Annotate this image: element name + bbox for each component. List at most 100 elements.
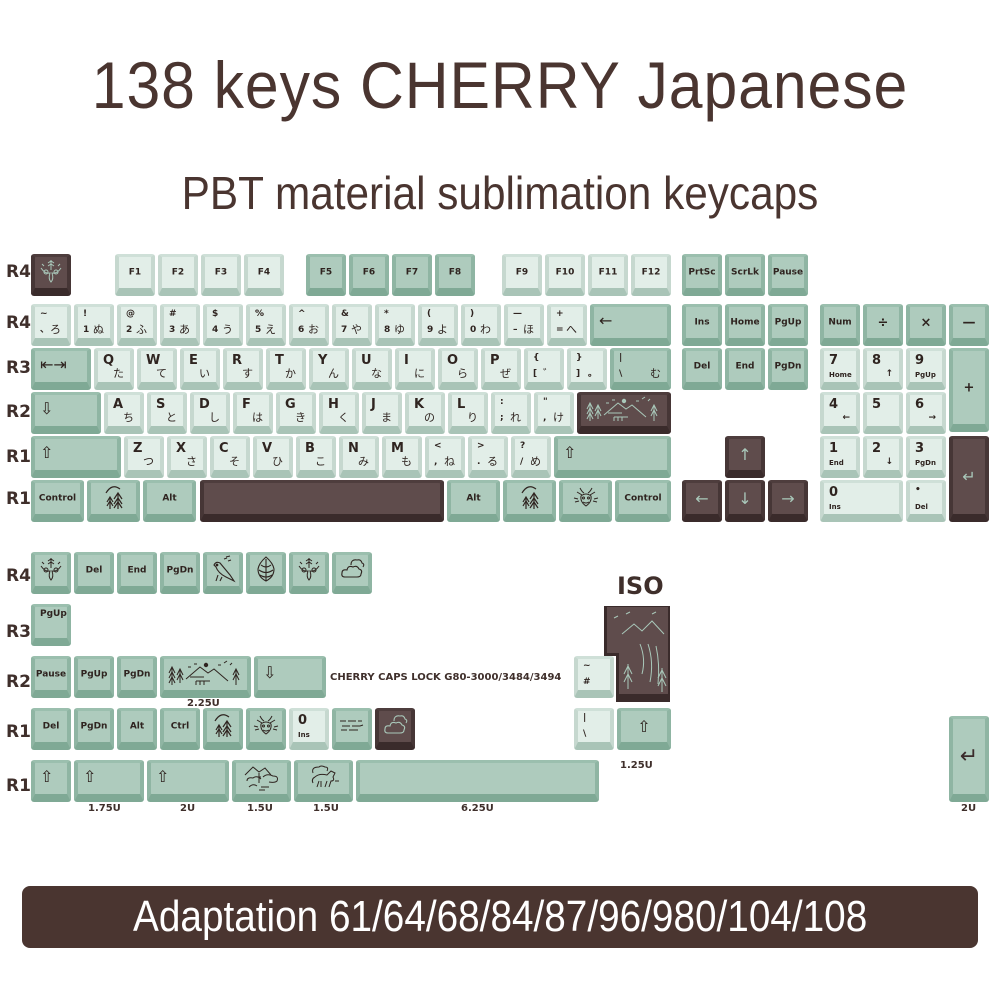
key-period[interactable]: >.る: [468, 436, 508, 478]
key-lshift[interactable]: ⇧: [31, 436, 121, 478]
key-x-pgdn2[interactable]: PgDn: [117, 656, 157, 698]
key-f10[interactable]: F10: [545, 254, 585, 296]
key-slash[interactable]: ?/め: [511, 436, 551, 478]
key-f6[interactable]: F6: [349, 254, 389, 296]
key-x-pgup[interactable]: PgUp: [31, 604, 71, 646]
key-x-shift-1[interactable]: ⇧: [31, 760, 71, 802]
key-x-iso-hash[interactable]: ~#: [574, 656, 614, 698]
key-x-del[interactable]: Del: [74, 552, 114, 594]
key-kp4[interactable]: 4←: [820, 392, 860, 434]
key-ralt[interactable]: Alt: [447, 480, 500, 522]
key-kp-add[interactable]: +: [949, 348, 989, 432]
key-backspace[interactable]: ←: [590, 304, 671, 346]
key-x-ctrl[interactable]: Ctrl: [160, 708, 200, 750]
key-menu-dragon[interactable]: [559, 480, 612, 522]
key-x-mountains-15[interactable]: [232, 760, 291, 802]
key-f4[interactable]: F4: [244, 254, 284, 296]
key-x-del2[interactable]: Del: [31, 708, 71, 750]
key-x-shift-125[interactable]: ⇧: [617, 708, 671, 750]
key-x-wolf-15[interactable]: [294, 760, 353, 802]
key-x-pgup2[interactable]: PgUp: [74, 656, 114, 698]
key-num[interactable]: Num: [820, 304, 860, 346]
key-rwin-tree[interactable]: [503, 480, 556, 522]
key-esc-owl[interactable]: [31, 254, 71, 296]
key-x-pause[interactable]: Pause: [31, 656, 71, 698]
key-caps[interactable]: ⇩: [31, 392, 101, 434]
key-f7[interactable]: F7: [392, 254, 432, 296]
key-x-pinecone[interactable]: [246, 552, 286, 594]
key-x-owl-2[interactable]: [289, 552, 329, 594]
key-semicolon[interactable]: :;れ: [491, 392, 531, 434]
key-quote[interactable]: ",け: [534, 392, 574, 434]
key-kp-enter[interactable]: ↵: [949, 436, 989, 522]
key-x-owl-1[interactable]: [31, 552, 71, 594]
key-lbracket[interactable]: {[゛: [524, 348, 564, 390]
key-grave[interactable]: ~、ろ: [31, 304, 71, 346]
key-kp6[interactable]: 6→: [906, 392, 946, 434]
key-f8[interactable]: F8: [435, 254, 475, 296]
key-x-alt[interactable]: Alt: [117, 708, 157, 750]
key-down[interactable]: ↓: [725, 480, 765, 522]
key-space[interactable]: [200, 480, 444, 522]
key-tab[interactable]: ⇤⇥: [31, 348, 91, 390]
key-lalt[interactable]: Alt: [143, 480, 196, 522]
key-minus[interactable]: —–ほ: [504, 304, 544, 346]
key-prtsc[interactable]: PrtSc: [682, 254, 722, 296]
key-enter-mountain[interactable]: [577, 392, 671, 434]
key-backslash[interactable]: |\む: [610, 348, 671, 390]
key-left[interactable]: ←: [682, 480, 722, 522]
key-x-mountain-225[interactable]: [160, 656, 251, 698]
key-x-dragon[interactable]: [246, 708, 286, 750]
key-kp8[interactable]: 8↑: [863, 348, 903, 390]
key-kp-dot[interactable]: •Del: [906, 480, 946, 522]
key-f5[interactable]: F5: [306, 254, 346, 296]
key-rctrl[interactable]: Control: [615, 480, 671, 522]
key-home[interactable]: Home: [725, 304, 765, 346]
key-pgdn[interactable]: PgDn: [768, 348, 808, 390]
key-scrlk[interactable]: ScrLk: [725, 254, 765, 296]
key-right[interactable]: →: [768, 480, 808, 522]
key-f9[interactable]: F9: [502, 254, 542, 296]
key-rbracket[interactable]: }]。: [567, 348, 607, 390]
key-comma[interactable]: <,ね: [425, 436, 465, 478]
key-kp-div[interactable]: ÷: [863, 304, 903, 346]
key-x-iso-pipe[interactable]: |\: [574, 708, 614, 750]
key-kp-mul[interactable]: ×: [906, 304, 946, 346]
key-ins[interactable]: Ins: [682, 304, 722, 346]
iso-enter-key[interactable]: [602, 604, 672, 704]
key-equal[interactable]: +=へ: [547, 304, 587, 346]
key-f12[interactable]: F12: [631, 254, 671, 296]
key-x-shift-2[interactable]: ⇧: [147, 760, 229, 802]
key-f3[interactable]: F3: [201, 254, 241, 296]
key-x-caps-stepped[interactable]: ⇩: [254, 656, 326, 698]
key-f2[interactable]: F2: [158, 254, 198, 296]
key-f11[interactable]: F11: [588, 254, 628, 296]
